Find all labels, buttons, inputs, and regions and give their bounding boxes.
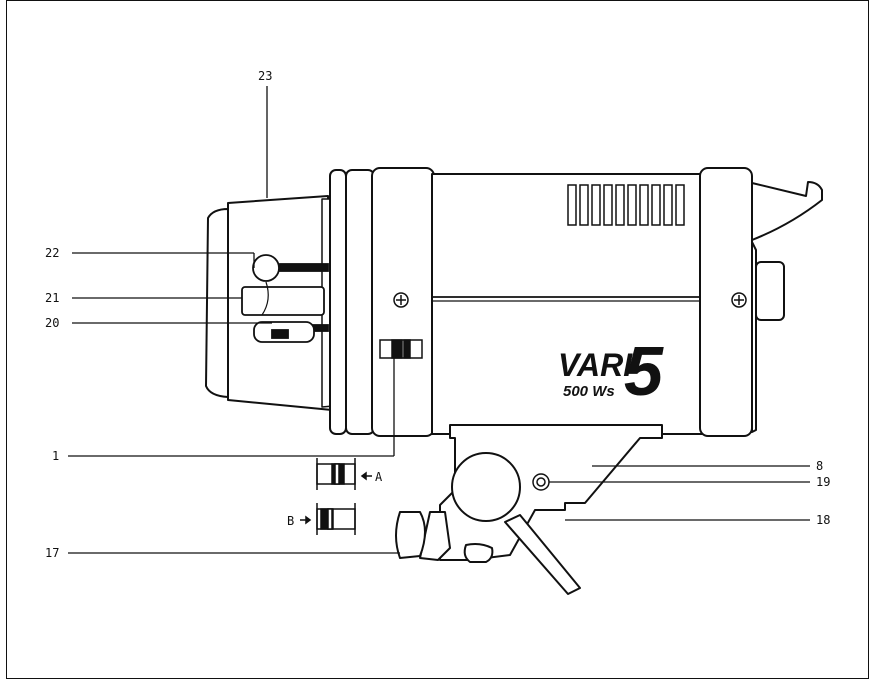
switch-position-a (316, 458, 372, 490)
position-a-label: A (375, 470, 383, 484)
rear-knob (755, 261, 785, 321)
callout-1: 1 (52, 449, 59, 463)
leader-lines (68, 86, 810, 554)
brand-number: 5 (624, 332, 664, 410)
callout-19: 19 (816, 475, 830, 489)
rear-cap (751, 181, 823, 241)
clamp-knob (395, 511, 426, 559)
callout-18: 18 (816, 513, 830, 527)
callout-22: 22 (45, 246, 59, 260)
callout-21: 21 (45, 291, 59, 305)
switch-position-b (300, 503, 356, 535)
front-ring-2 (345, 169, 375, 435)
front-reflector (205, 208, 229, 398)
front-ring (329, 169, 347, 435)
position-b-label: B (287, 514, 294, 528)
callout-8: 8 (816, 459, 823, 473)
locking-lever (504, 514, 581, 595)
screws (393, 292, 747, 491)
callout-20: 20 (45, 316, 59, 330)
figure-frame (6, 0, 869, 679)
brand-model: VARI (558, 347, 633, 383)
modeling-lamp (252, 254, 280, 282)
vent-slots (567, 184, 685, 226)
selector-switch (379, 339, 423, 359)
tilt-knob (451, 452, 521, 522)
flash-tube-assembly (241, 254, 329, 343)
power-label: 500 Ws (563, 383, 615, 400)
callout-23: 23 (258, 69, 272, 83)
callout-17: 17 (45, 546, 59, 560)
